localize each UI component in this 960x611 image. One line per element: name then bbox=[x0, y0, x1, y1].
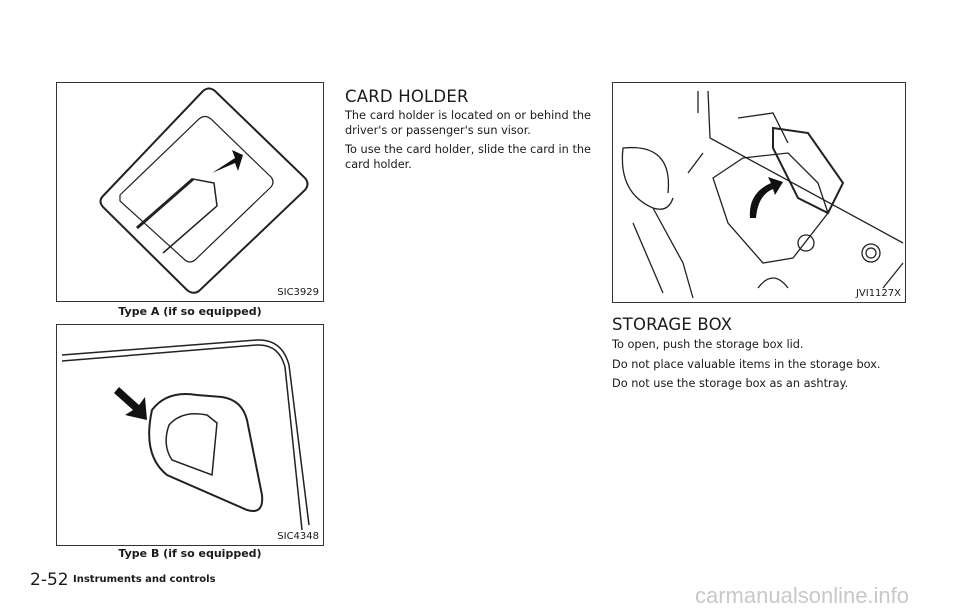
storage-box-heading: STORAGE BOX bbox=[612, 315, 733, 334]
card-holder-heading: CARD HOLDER bbox=[345, 87, 469, 106]
paragraph: The card holder is located on or behind … bbox=[345, 109, 591, 137]
figure-caption: Type B (if so equipped) bbox=[118, 547, 262, 560]
arrow-icon bbox=[749, 177, 783, 218]
figure-type-a: SIC3929 bbox=[56, 82, 324, 302]
card-holder-type-a-illustration bbox=[99, 87, 309, 294]
card-holder-type-b-illustration bbox=[61, 339, 310, 531]
paragraph: To use the card holder, slide the card i… bbox=[345, 143, 591, 171]
arrow-icon bbox=[212, 150, 243, 173]
storage-box-illustration bbox=[621, 90, 904, 299]
watermark: carmanualsonline.info bbox=[695, 583, 910, 608]
figure-storage-box: JVI1127X bbox=[612, 82, 906, 303]
storage-box-text: To open, push the storage box lid. Do no… bbox=[612, 338, 906, 397]
figure-code: JVI1127X bbox=[855, 288, 901, 299]
figure-code: SIC3929 bbox=[277, 287, 319, 298]
paragraph: Do not use the storage box as an ashtray… bbox=[612, 377, 849, 390]
paragraph: To open, push the storage box lid. bbox=[612, 338, 804, 351]
figure-code: SIC4348 bbox=[277, 531, 319, 542]
page-number: 2-52 bbox=[30, 570, 69, 590]
arrow-icon bbox=[114, 387, 147, 420]
figure-caption: Type A (if so equipped) bbox=[118, 305, 262, 318]
figure-type-b: SIC4348 bbox=[56, 324, 324, 546]
paragraph: Do not place valuable items in the stora… bbox=[612, 357, 881, 371]
card-holder-text: The card holder is located on or behind … bbox=[345, 109, 591, 177]
section-title: Instruments and controls bbox=[73, 574, 216, 585]
